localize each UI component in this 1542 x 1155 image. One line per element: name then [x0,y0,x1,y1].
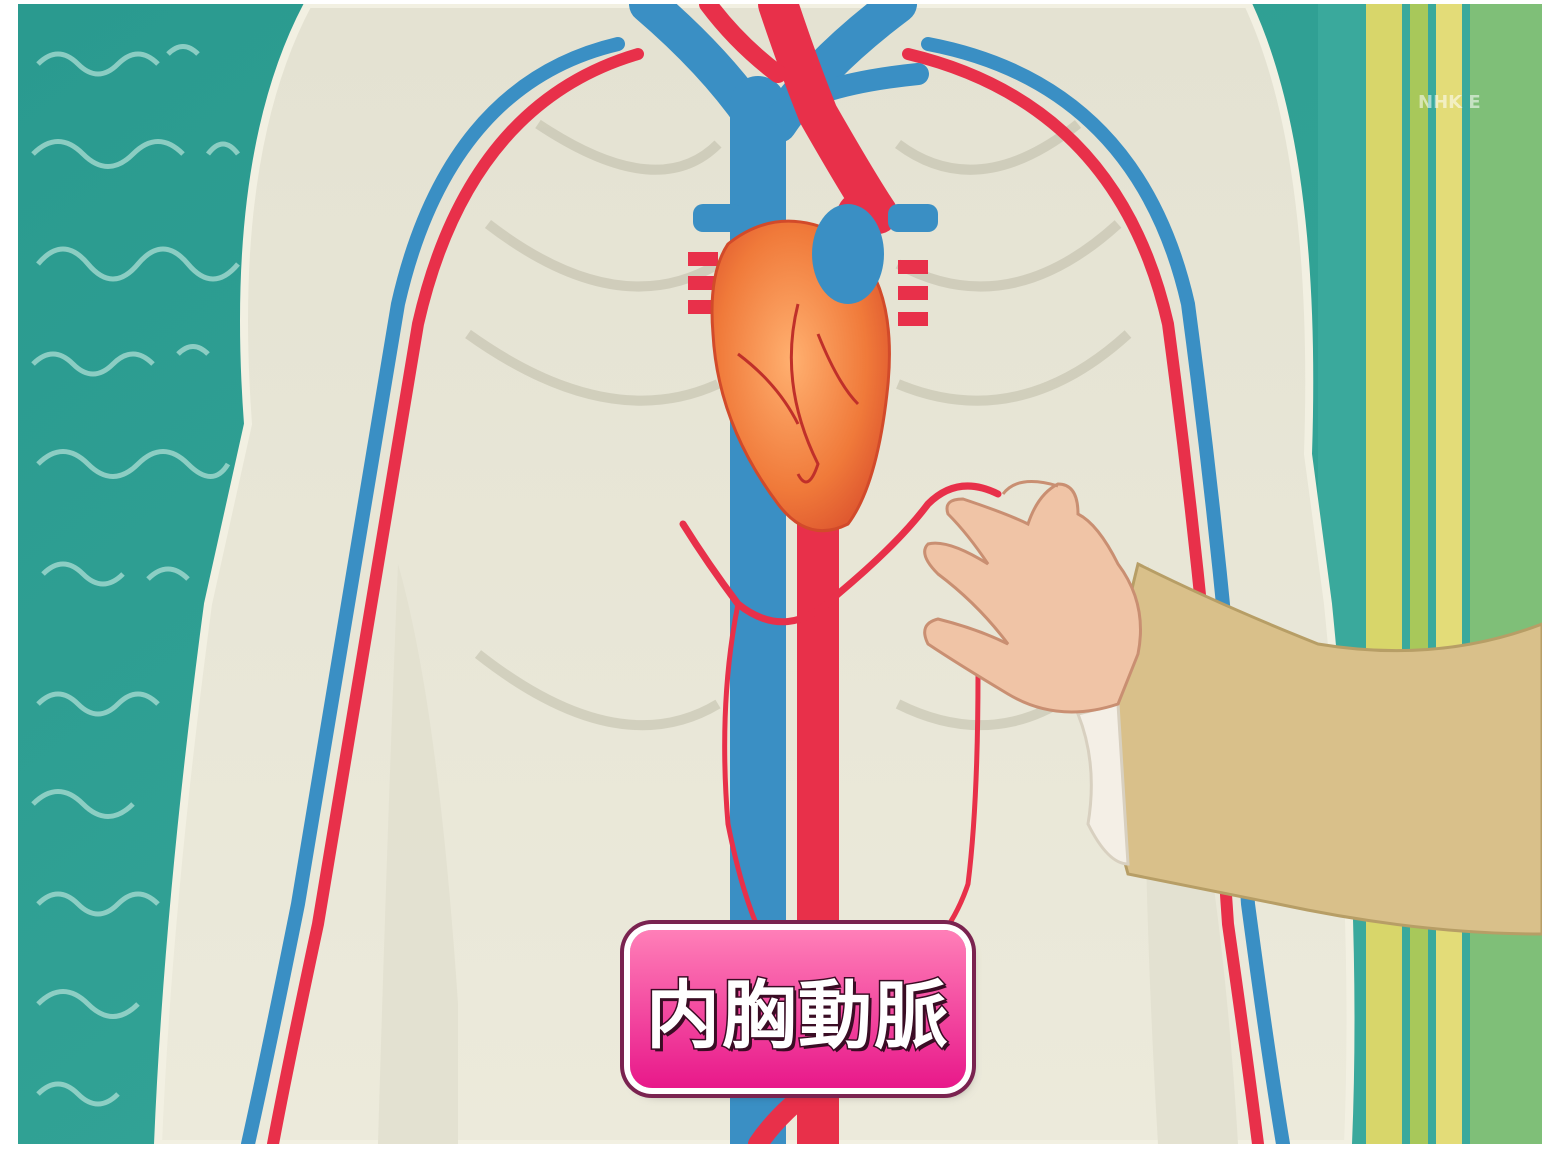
caption-label: 内胸動脈 [646,956,950,1063]
heart-atrium [812,204,884,304]
yellow-stripe-2 [1436,4,1462,1144]
green-stripe [1410,4,1428,1144]
green-panel [1470,4,1542,1144]
video-frame: NHK E 内胸動脈 [18,4,1542,1144]
channel-logo: NHK E [1418,92,1481,113]
caption-box: 内胸動脈 [630,930,966,1088]
yellow-stripe [1366,4,1402,1144]
